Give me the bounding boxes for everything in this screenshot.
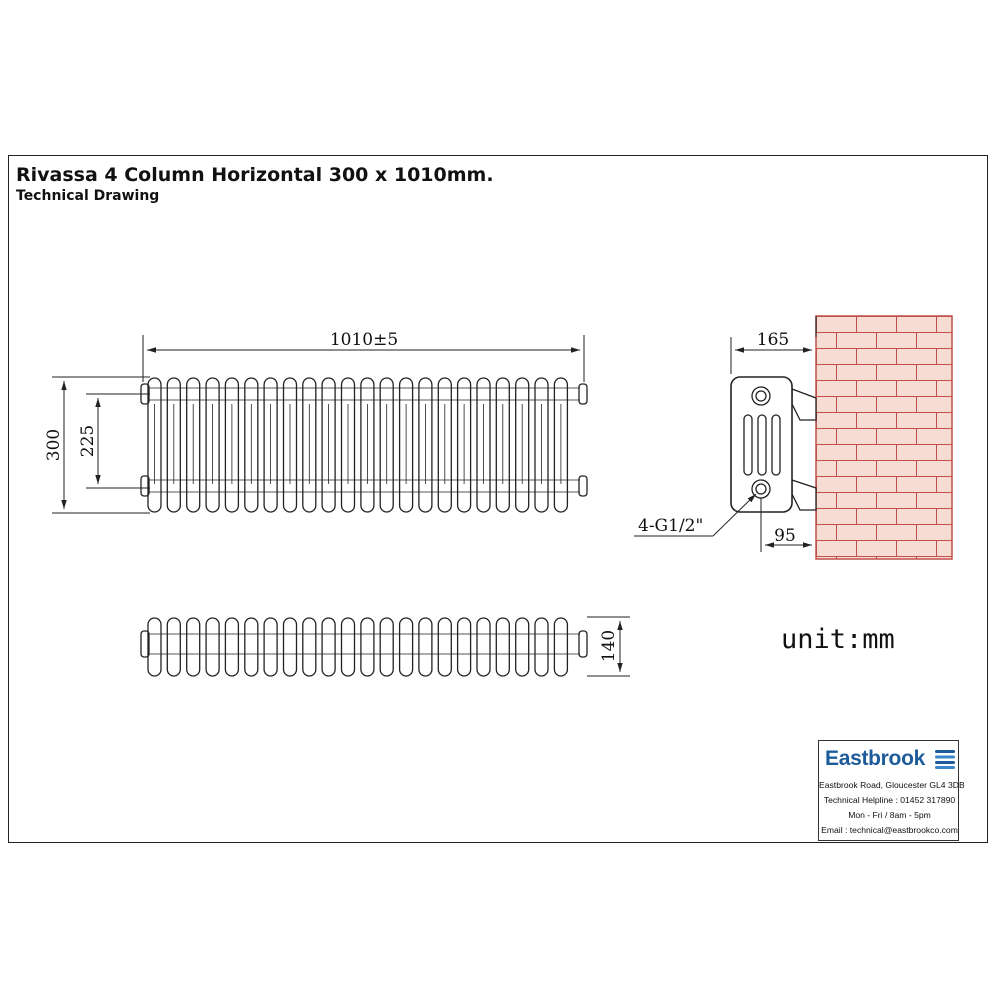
centres-dimension: 225 bbox=[78, 425, 98, 457]
wall-bricks bbox=[815, 315, 953, 560]
front-section bbox=[147, 377, 162, 513]
front-section bbox=[515, 377, 530, 513]
contact-email: Email : technical@eastbrookco.com bbox=[821, 825, 958, 835]
top-section bbox=[495, 617, 510, 677]
front-section bbox=[553, 377, 569, 513]
top-section bbox=[379, 617, 394, 677]
front-section bbox=[282, 377, 298, 513]
side-column-3 bbox=[771, 414, 781, 476]
front-dimensions bbox=[52, 335, 585, 514]
front-section bbox=[418, 377, 433, 513]
front-section bbox=[302, 377, 317, 513]
top-section bbox=[515, 617, 530, 677]
front-section bbox=[534, 377, 549, 513]
brand-logo: Eastbrook bbox=[825, 747, 925, 770]
top-section bbox=[205, 617, 220, 677]
front-section bbox=[263, 377, 278, 513]
top-section bbox=[534, 617, 549, 677]
top-section bbox=[476, 617, 491, 677]
front-section bbox=[166, 377, 181, 513]
front-section bbox=[495, 377, 510, 513]
height-dimension: 300 bbox=[44, 429, 64, 461]
front-section bbox=[379, 377, 394, 513]
top-section bbox=[321, 617, 336, 677]
front-view bbox=[140, 377, 588, 513]
top-section bbox=[282, 617, 298, 677]
front-section bbox=[321, 377, 336, 513]
top-section bbox=[553, 617, 569, 677]
depth-dimension: 140 bbox=[599, 630, 619, 662]
top-connection-outer bbox=[751, 386, 771, 406]
page-subtitle: Technical Drawing bbox=[16, 188, 160, 204]
company-address: Eastbrook Road, Gloucester GL4 3DB bbox=[819, 780, 965, 790]
width-dimension: 1010±5 bbox=[330, 330, 398, 350]
side-view bbox=[634, 315, 953, 560]
top-section bbox=[398, 617, 414, 677]
top-section bbox=[418, 617, 433, 677]
company-info-box: Eastbrook Eastbrook Road, Gloucester GL4… bbox=[818, 740, 965, 841]
bracket-offset-dimension: 95 bbox=[774, 526, 796, 546]
top-section bbox=[263, 617, 278, 677]
front-section bbox=[398, 377, 414, 513]
top-view bbox=[140, 617, 588, 677]
front-section bbox=[244, 377, 259, 513]
side-column-2 bbox=[757, 414, 767, 476]
front-section bbox=[360, 377, 375, 513]
opening-hours: Mon - Fri / 8am - 5pm bbox=[848, 810, 931, 820]
top-section bbox=[244, 617, 259, 677]
top-section bbox=[360, 617, 375, 677]
front-section bbox=[224, 377, 240, 513]
top-section bbox=[147, 617, 162, 677]
radiator-side-profile bbox=[730, 376, 793, 513]
front-section bbox=[437, 377, 452, 513]
top-connection-inner bbox=[755, 390, 767, 402]
side-column-1 bbox=[743, 414, 753, 476]
wall-projection-dimension: 165 bbox=[757, 330, 789, 350]
top-section bbox=[166, 617, 181, 677]
page-title: Rivassa 4 Column Horizontal 300 x 1010mm… bbox=[16, 164, 494, 186]
front-section bbox=[340, 377, 356, 513]
top-section bbox=[340, 617, 356, 677]
front-section bbox=[456, 377, 472, 513]
brand-waves-icon bbox=[935, 750, 955, 769]
top-section bbox=[186, 617, 201, 677]
technical-helpline: Technical Helpline : 01452 317890 bbox=[823, 795, 956, 805]
top-endcap-left bbox=[140, 630, 150, 658]
front-endcap-top-right bbox=[578, 383, 588, 405]
front-section bbox=[476, 377, 491, 513]
top-section bbox=[437, 617, 452, 677]
depth-dimension-lines bbox=[587, 616, 630, 677]
drawing-frame bbox=[8, 155, 988, 843]
bottom-connection-inner bbox=[755, 483, 767, 495]
front-section bbox=[205, 377, 220, 513]
top-section bbox=[456, 617, 472, 677]
front-section bbox=[186, 377, 201, 513]
top-section bbox=[224, 617, 240, 677]
bracket-top bbox=[791, 388, 817, 421]
unit-label: unit:mm bbox=[781, 624, 895, 655]
connection-size-label: 4-G1/2" bbox=[638, 516, 703, 536]
front-endcap-bottom-left bbox=[140, 475, 150, 497]
bracket-bottom bbox=[791, 479, 817, 511]
top-section bbox=[302, 617, 317, 677]
front-endcap-bottom-right bbox=[578, 475, 588, 497]
top-endcap-right bbox=[578, 630, 588, 658]
